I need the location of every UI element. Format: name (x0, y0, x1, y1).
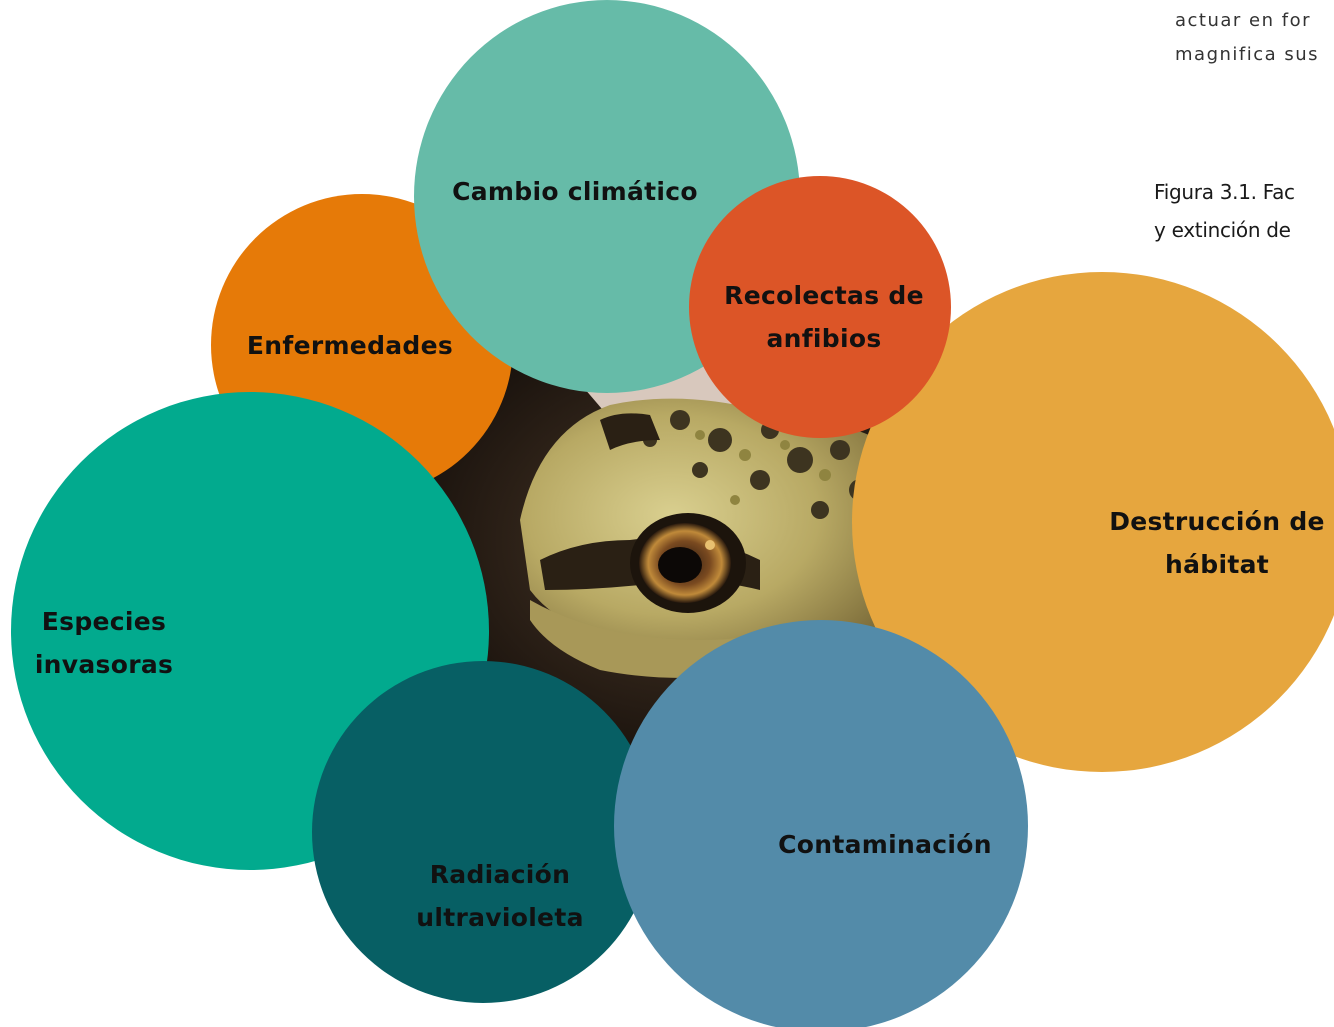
circle-radiacion-ultravioleta (312, 661, 654, 1003)
label-radiacion-ultravioleta: Radiación ultravioleta (400, 853, 600, 939)
label-recolectas-anfibios: Recolectas de anfibios (700, 274, 948, 360)
label-destruccion-habitat: Destrucción de hábitat (1100, 500, 1334, 586)
label-enfermedades: Enfermedades (228, 324, 472, 367)
label-cambio-climatico: Cambio climático (430, 170, 720, 213)
label-especies-invasoras: Especies invasoras (20, 600, 188, 686)
label-contaminacion: Contaminación (770, 823, 1000, 866)
